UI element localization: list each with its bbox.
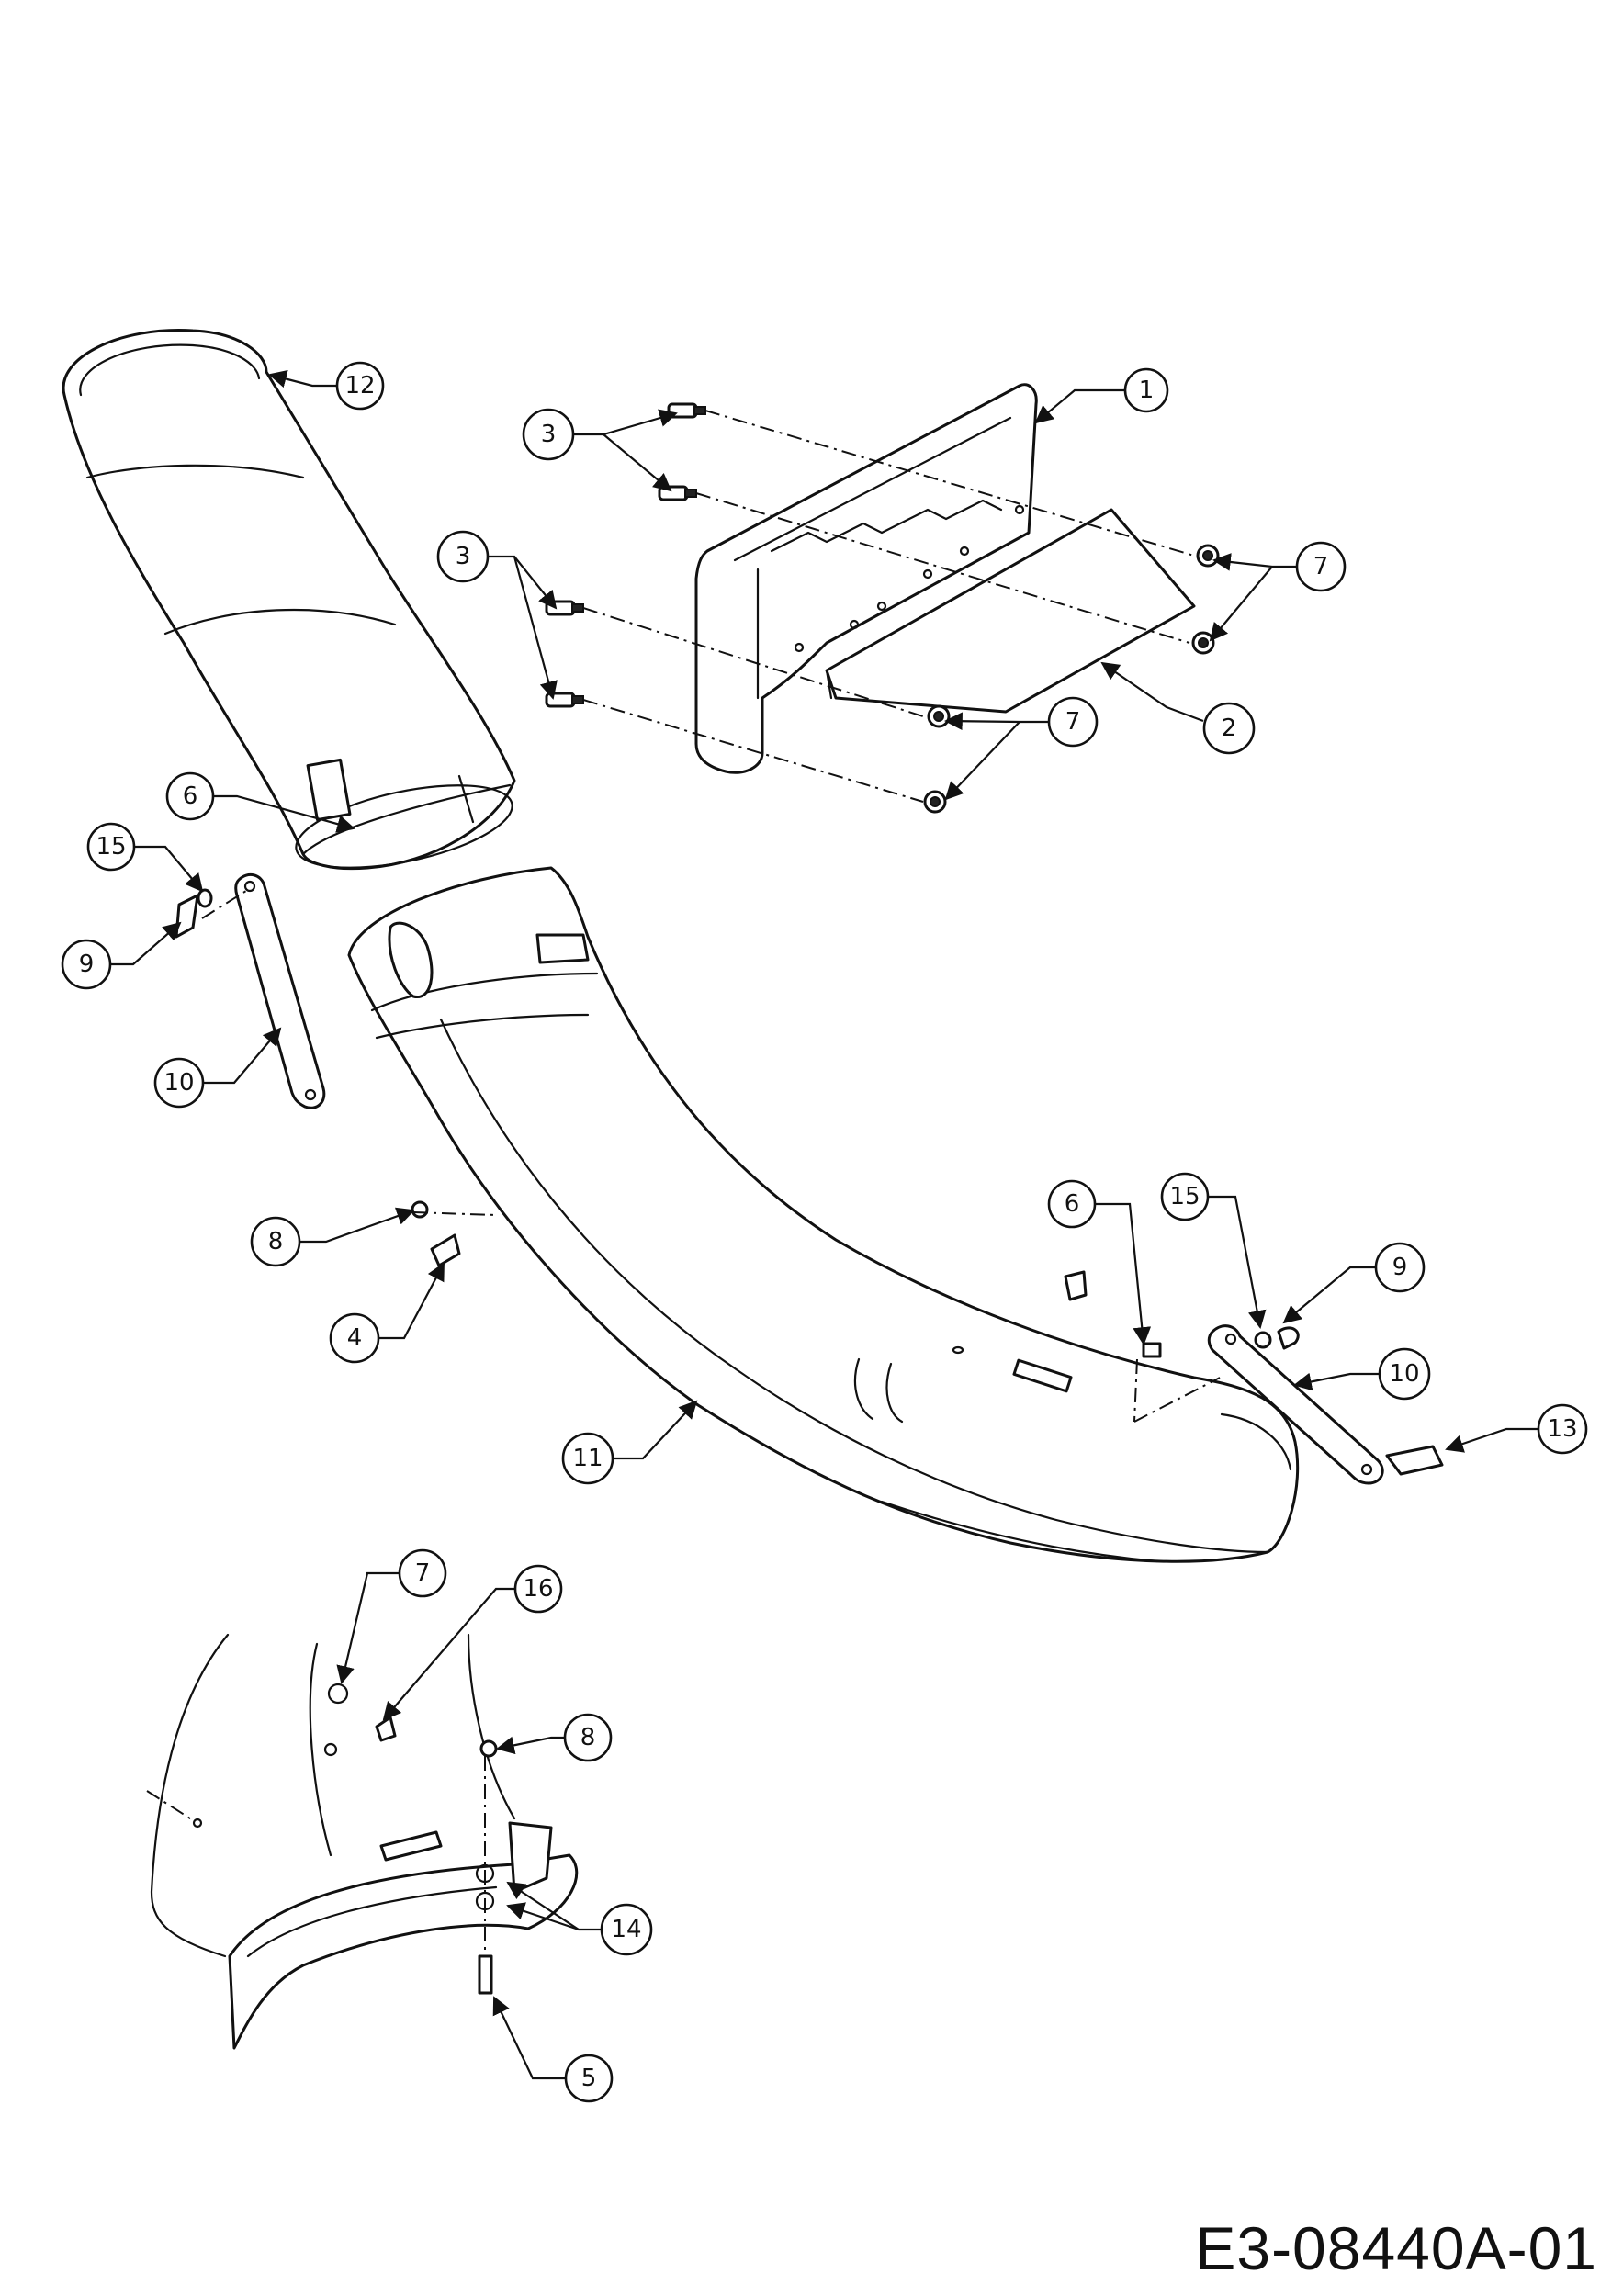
drawing-code: E3-08440A-01 — [1195, 2214, 1597, 2282]
svg-text:6: 6 — [1065, 1190, 1080, 1218]
svg-text:4: 4 — [347, 1324, 363, 1352]
callout-11: 11 — [561, 1432, 614, 1485]
deflector-plate — [825, 508, 1196, 714]
carriage-bolt-icon — [658, 485, 697, 501]
callout-10: 10 — [153, 1057, 205, 1109]
callout-3: 3 — [522, 408, 575, 461]
svg-text:9: 9 — [1392, 1254, 1408, 1281]
svg-text:8: 8 — [580, 1724, 596, 1751]
callout-13: 13 — [1537, 1403, 1588, 1455]
callout-2: 2 — [1202, 702, 1256, 755]
callout-3: 3 — [436, 530, 490, 583]
svg-text:15: 15 — [96, 833, 126, 861]
small-hardware — [175, 888, 1444, 1476]
callout-6: 6 — [165, 771, 215, 821]
link-rod-right — [1207, 1324, 1384, 1485]
callout-6: 6 — [1047, 1179, 1097, 1229]
callout-15: 15 — [86, 822, 136, 872]
link-rod-left — [234, 872, 326, 1109]
svg-text:8: 8 — [268, 1228, 284, 1255]
svg-text:7: 7 — [415, 1559, 431, 1587]
lower-chute — [347, 866, 1300, 1563]
nut-icon — [1191, 631, 1215, 655]
svg-text:11: 11 — [572, 1445, 603, 1472]
svg-text:10: 10 — [1389, 1360, 1419, 1388]
callout-16: 16 — [513, 1564, 563, 1614]
svg-text:15: 15 — [1169, 1183, 1200, 1210]
callout-12: 12 — [335, 361, 385, 411]
nut-icon — [1196, 544, 1220, 568]
svg-text:12: 12 — [344, 372, 375, 400]
callout-7: 7 — [398, 1548, 447, 1598]
inset-detail — [146, 1633, 579, 2050]
svg-text:7: 7 — [1065, 708, 1081, 736]
svg-text:3: 3 — [541, 421, 557, 448]
svg-text:9: 9 — [79, 951, 95, 978]
svg-text:10: 10 — [163, 1069, 194, 1097]
svg-text:14: 14 — [611, 1916, 641, 1943]
callout-9: 9 — [61, 939, 112, 990]
svg-text:6: 6 — [183, 782, 198, 810]
callout-7: 7 — [1047, 696, 1099, 748]
callout-10: 10 — [1378, 1347, 1431, 1401]
svg-text:13: 13 — [1547, 1415, 1577, 1443]
carriage-bolt-icon — [667, 402, 706, 419]
callout-8: 8 — [250, 1216, 301, 1267]
nut-icon — [923, 790, 947, 814]
callout-15: 15 — [1160, 1172, 1210, 1221]
plate-fasteners — [545, 402, 1220, 814]
callouts: 1 2 3 3 7 7 12 6 15 9 10 8 4 11 6 15 9 1… — [61, 361, 1588, 2103]
svg-text:7: 7 — [1313, 553, 1329, 580]
callout-5: 5 — [564, 2054, 614, 2103]
callout-9: 9 — [1374, 1242, 1426, 1293]
callout-4: 4 — [329, 1312, 380, 1364]
upper-chute-tube — [62, 329, 516, 871]
callout-1: 1 — [1123, 367, 1169, 413]
svg-text:3: 3 — [456, 543, 471, 570]
svg-text:16: 16 — [523, 1575, 553, 1603]
nut-icon — [927, 704, 951, 728]
svg-text:5: 5 — [581, 2065, 597, 2092]
callout-14: 14 — [600, 1903, 653, 1956]
svg-text:1: 1 — [1139, 377, 1155, 404]
mounting-plate — [694, 383, 1038, 774]
callout-7: 7 — [1295, 541, 1347, 592]
callout-8: 8 — [563, 1713, 613, 1762]
svg-text:2: 2 — [1222, 715, 1237, 742]
